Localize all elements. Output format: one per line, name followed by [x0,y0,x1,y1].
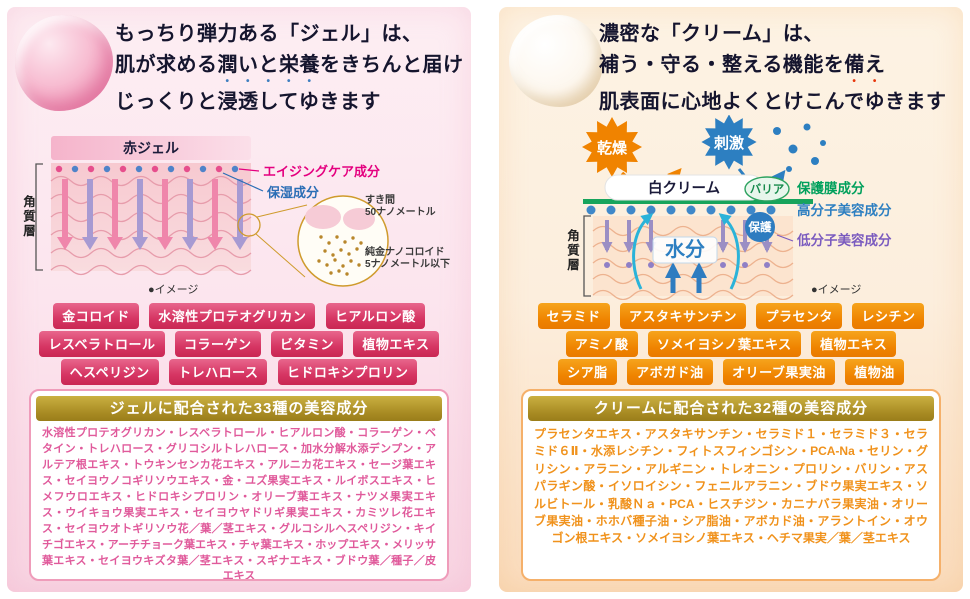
magnifier-line-top [256,204,308,218]
cream-box-title: クリームに配合された32種の美容成分 [528,396,934,421]
ingredient-pill: セラミド [537,303,610,329]
ingredient-pill: 植物エキス [353,331,439,357]
gel-particle-right [343,208,375,230]
cream-heading-line2a: 補う・守る・整える機能を [599,54,845,76]
low-molecular-leader [776,234,794,242]
dryness-label: 乾燥 [597,139,628,157]
irritation-label: 刺激 [714,134,745,152]
cream-heading-line1: 濃密な「クリーム」は、 [599,23,824,45]
water-label-bg [652,236,718,264]
stratum-corneum-label: 角質層 [565,229,579,273]
ingredient-pill: シア脂 [558,359,617,385]
protect-badge [745,212,775,242]
cream-ingredient-row-3: シア脂 アボガド油 オリーブ果実油 植物油 [499,359,963,385]
ingredient-pill: 金コロイド [53,303,139,329]
aging-care-label: エイジングケア成分 [263,164,380,179]
ingredient-pill: ビタミン [270,331,343,357]
moisture-swoosh-left [632,213,654,290]
red-gel-label: 赤ジェル [123,140,179,156]
gel-ingredient-box: ジェルに配合された33種の美容成分 水溶性プロテオグリカン・レスベラトロール・ヒ… [29,389,449,581]
cream-box-ingredient-list: プラセンタエキス・アスタキサンチン・セラミド１・セラミド３・セラミド６Ⅱ・水添レ… [534,427,928,546]
high-molecular-dots [586,205,776,215]
barrier-badge [744,176,790,202]
moisture-swoosh-right [718,213,740,290]
gel-panel: もっちり弾力ある「ジェル」は、 肌が求める潤いと栄養をきちんと届け じっくりと浸… [7,7,471,592]
cream-panel: 濃密な「クリーム」は、 補う・守る・整える機能を備え 肌表面に心地よくとけこんで… [499,7,963,592]
ingredient-pill: レスベラトロール [39,331,165,357]
gel-heading: もっちり弾力ある「ジェル」は、 肌が求める潤いと栄養をきちんと届け じっくりと浸… [115,19,464,118]
gel-box-ingredient-list: 水溶性プロテオグリカン・レスベラトロール・ヒアルロン酸・コラーゲン・ベタイン・ト… [42,427,436,581]
gel-ingredient-row-1: 金コロイド 水溶性プロテオグリカン ヒアルロン酸 [7,303,471,329]
gel-heading-line1: もっちり弾力ある「ジェル」は、 [115,23,423,45]
ingredient-pill: レシチン [852,303,925,329]
ingredient-pill: ソメイヨシノ葉エキス [648,331,801,357]
cream-ingredient-row-1: セラミド アスタキサンチン プラセンタ レシチン [499,303,963,329]
low-molecular-label: 低分子美容成分 [796,232,892,248]
ingredient-dots [55,165,239,173]
ingredient-pill: ヒドロキシプロリン [277,359,418,385]
protect-label: 保護 [748,220,772,234]
moisturizing-label: 保湿成分 [266,185,319,200]
ingredient-pill: 植物油 [845,359,904,385]
gel-box-title: ジェルに配合された33種の美容成分 [36,396,442,421]
stratum-corneum-label: 角質層 [21,195,35,239]
moist-leader-line [222,172,264,192]
ingredient-pill: アミノ酸 [565,331,638,357]
cream-heading-line2-emphasis: 備え [844,54,886,76]
gap-label-line2: 50ナノメートル [365,206,436,218]
ingredient-pill: ヘスペリジン [60,359,159,385]
penetration-arrows [57,179,248,250]
cream-heading-line2: 補う・守る・整える機能を備え [599,50,947,87]
gel-ingredient-row-2: レスベラトロール コラーゲン ビタミン 植物エキス [7,331,471,357]
gel-heading-line2-emphasis: 潤いと栄養 [217,54,320,76]
irritation-droplets [773,123,826,172]
ingredient-pill: トレハロース [169,359,268,385]
gel-heading-line3: じっくりと浸透してゆきます [115,91,381,113]
gel-heading-line2: 肌が求める潤いと栄養をきちんと届け [115,50,464,87]
ingredient-pill: コラーゲン [174,331,261,357]
gel-skin-diagram: 赤ジェル [35,136,450,296]
gap-label-line1: すき間 [365,194,395,206]
gel-heading-line2a: 肌が求める [115,54,218,76]
aging-leader-line [238,168,260,172]
ingredient-pill: 水溶性プロテオグリカン [149,303,316,329]
film-ingredient-label: 保護膜成分 [796,180,865,196]
nano-gold-dots [317,235,363,276]
cream-ingredient-row-2: アミノ酸 ソメイヨシノ葉エキス 植物エキス [499,331,963,357]
gel-particle-left [305,205,341,229]
image-disclaimer: ●イメージ [811,284,861,296]
image-disclaimer: ●イメージ [148,284,198,296]
ingredient-pill: 植物エキス [811,331,897,357]
magnifier-line-bottom [255,233,306,278]
ingredient-pill: オリーブ果実油 [723,359,835,385]
ingredient-pill: アスタキサンチン [620,303,747,329]
gel-ingredient-row-3: ヘスペリジン トレハロース ヒドロキシプロリン [7,359,471,385]
gel-texture-image [15,15,113,111]
cream-heading: 濃密な「クリーム」は、 補う・守る・整える機能を備え 肌表面に心地よくとけこんで… [599,19,947,118]
protective-film-line [583,199,813,204]
ingredient-pill: アボガド油 [627,359,713,385]
stratum-bracket [583,215,591,297]
cream-heading-line3: 肌表面に心地よくとけこんでゆきます [599,91,947,113]
cream-ingredient-box: クリームに配合された32種の美容成分 プラセンタエキス・アスタキサンチン・セラミ… [521,389,941,581]
high-molecular-label: 高分子美容成分 [797,202,892,218]
white-cream-label: 白クリーム [648,179,720,197]
gel-heading-line2c: をきちんと届け [320,54,464,76]
magnifier-source-circle [237,213,261,237]
nano-label-line1: 純金ナノコロイド [365,245,445,258]
cream-texture-image [509,15,603,107]
ingredient-pill: ヒアルロン酸 [325,303,425,329]
water-label: 水分 [665,238,705,261]
stratum-bracket [35,163,43,271]
red-gel-label-bar [51,136,251,160]
nano-label-line2: 5ナノメートル以下 [365,258,450,270]
cream-skin-diagram: 乾燥 刺激 白クリーム バリア 保護膜成分 高分子美容成分 [582,115,892,300]
ingredient-pill: プラセンタ [756,303,842,329]
barrier-label: バリア [750,183,785,196]
